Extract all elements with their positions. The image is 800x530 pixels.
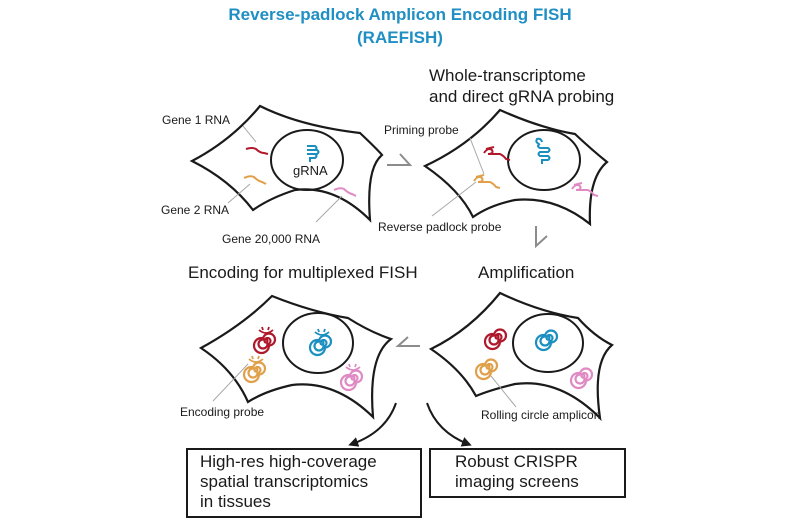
outcome-text-line: High-res high-coverage [200,452,377,471]
diagram-title-line-2: (RAEFISH) [357,28,443,47]
outcome-box-spatial-transcriptomics: High-res high-coverage spatial transcrip… [186,448,422,518]
leader-rolling-circle-amplicon [490,375,517,408]
amplicon-gene-1 [483,328,508,351]
leader-gene-2 [227,183,251,204]
gene-20000-rna-strand [333,187,357,197]
label-grna: gRNA [293,163,328,178]
label-encoding-probe: Encoding probe [180,405,265,419]
outcome-text-line: in tissues [200,492,271,511]
chevron-left-icon [395,336,420,347]
nucleus [282,312,354,374]
outcome-text-line: Robust CRISPR [455,452,578,471]
outcome-text-line: imaging screens [455,472,579,491]
panel-3-cell [428,291,614,422]
gene-2-rna-strand [243,175,267,185]
panel-2-cell [422,108,609,227]
label-gene-2-rna: Gene 2 RNA [161,203,230,217]
amplicon-grna [534,329,559,352]
label-gene-1-rna: Gene 1 RNA [162,113,231,127]
label-reverse-padlock-probe: Reverse padlock probe [378,220,502,234]
leader-reverse-padlock-probe [431,181,477,217]
grna-probe-glyph [535,137,551,164]
step-heading-amplification: Amplification [478,263,575,282]
encoding-probe-glyph [314,328,330,336]
step-heading-probing-line-2: and direct gRNA probing [429,87,615,106]
label-priming-probe: Priming probe [384,123,459,137]
chevron-right-icon [387,153,413,166]
chevron-down-icon [535,226,548,249]
leader-gene-20000 [315,195,343,223]
step-heading-probing-line-1: Whole-transcriptome [429,66,586,85]
encoded-amplicon-gene-1 [252,332,277,355]
grna-glyph [307,145,320,162]
nucleus [512,313,584,373]
amplicon-gene-2 [474,358,499,381]
panel-4-cell [198,294,394,420]
gene-2-probe-glyph [473,174,501,189]
cell-membrane [189,104,384,223]
cell-membrane [422,108,609,227]
encoded-amplicon-grna [308,334,333,357]
label-rolling-circle-amplicon: Rolling circle amplicon [481,408,601,422]
nucleus [270,129,344,191]
cell-membrane [428,291,614,422]
leader-priming-probe [469,137,485,175]
encoding-probe-glyph [258,326,274,334]
gene-1-rna-strand [245,147,269,155]
diagram-title-line-1: Reverse-padlock Amplicon Encoding FISH [228,5,572,24]
encoding-probe-glyph [248,355,264,363]
arrow-to-crispr-screens [426,402,472,447]
arrow-to-spatial-transcriptomics [348,402,397,447]
leader-gene-1 [242,125,257,143]
cell-membrane [198,294,394,420]
step-heading-encoding: Encoding for multiplexed FISH [188,263,418,282]
panel-1-cell [189,104,384,223]
amplicon-gene-20000 [569,367,594,390]
leader-encoding-probe [212,363,249,402]
gene-1-probe-glyph [483,146,511,161]
encoding-probe-glyph [345,363,361,371]
label-gene-20000-rna: Gene 20,000 RNA [222,232,321,246]
outcome-text-line: spatial transcriptomics [200,472,369,491]
outcome-box-crispr-screens: Robust CRISPR imaging screens [429,448,626,498]
encoded-amplicon-gene-20000 [339,369,364,392]
gene-20000-probe-glyph [571,182,599,197]
